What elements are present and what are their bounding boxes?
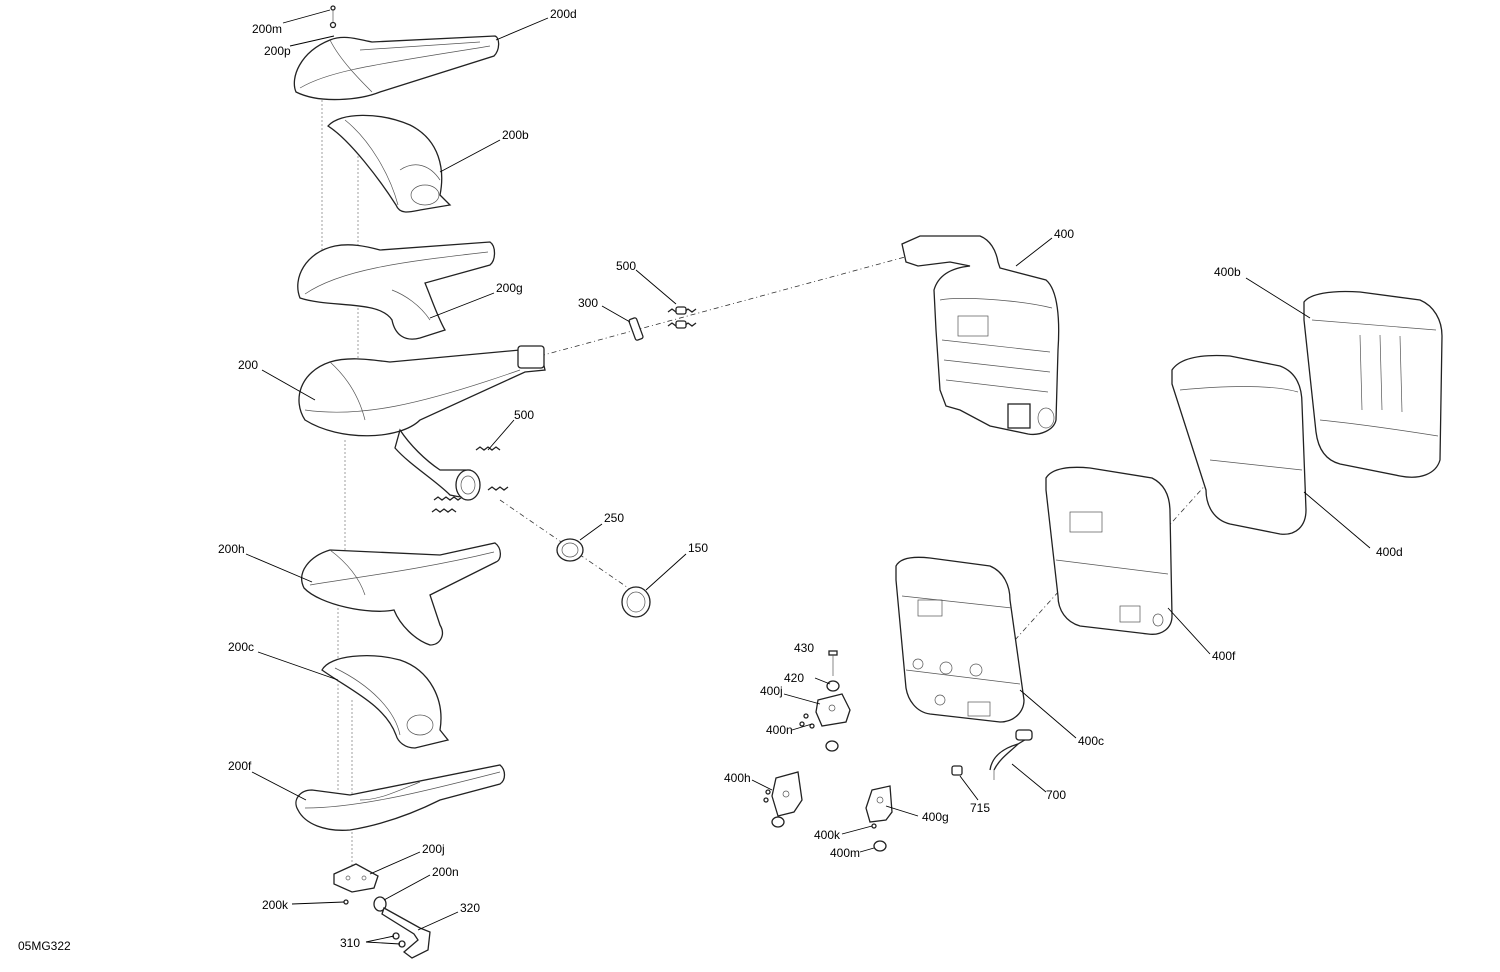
part-200m-screw: [329, 5, 337, 29]
callout-200j: 200j: [422, 842, 445, 856]
callout-300: 300: [578, 296, 598, 310]
part-500-springs-lower: [431, 446, 509, 513]
part-200j-bracket: [333, 863, 379, 893]
callout-150: 150: [688, 541, 708, 555]
callout-400h: 400h: [724, 771, 751, 785]
callout-250: 250: [604, 511, 624, 525]
part-400h-bracket: [763, 771, 803, 828]
part-430-bolt: [828, 650, 838, 676]
callout-310: 310: [340, 936, 360, 950]
part-200k-screw: [343, 899, 349, 905]
part-400d-outer-cover: [1171, 354, 1307, 535]
part-300-clamp: [628, 317, 644, 341]
callout-500-lower: 500: [514, 408, 534, 422]
callout-400j: 400j: [760, 684, 783, 698]
part-150-ring: [621, 586, 651, 618]
part-400c-case: [895, 556, 1025, 723]
callout-400d: 400d: [1376, 545, 1403, 559]
callout-200h: 200h: [218, 542, 245, 556]
part-250-ring: [556, 538, 584, 562]
callout-200p: 200p: [264, 44, 291, 58]
callout-200: 200: [238, 358, 258, 372]
part-200f-bottom-shell: [295, 764, 506, 831]
callout-500-upper: 500: [616, 259, 636, 273]
part-715-nut: [951, 765, 963, 776]
part-400f-cover: [1045, 466, 1173, 635]
callout-200m: 200m: [252, 22, 282, 36]
part-400n-fasteners: [799, 713, 839, 752]
part-200n-grommet: [373, 896, 387, 912]
callout-400m: 400m: [830, 846, 860, 860]
callout-labels: 200m 200p 200d 200b 200g 200 500 300 500…: [18, 7, 1403, 953]
callout-200n: 200n: [432, 865, 459, 879]
part-200b-heat-shield: [327, 114, 452, 213]
callout-200b: 200b: [502, 128, 529, 142]
part-700-sensor: [989, 729, 1033, 780]
callout-400k: 400k: [814, 828, 841, 842]
leader-lines: [245, 9, 1371, 945]
part-400b-rear-shield: [1303, 290, 1443, 478]
callout-715: 715: [970, 801, 990, 815]
callout-320: 320: [460, 901, 480, 915]
part-200d-upper-shell: [293, 35, 500, 101]
callout-700: 700: [1046, 788, 1066, 802]
callout-200g: 200g: [496, 281, 523, 295]
part-320-rod: [381, 907, 431, 959]
callout-400n: 400n: [766, 723, 793, 737]
part-420-nut: [826, 680, 840, 692]
callout-200k: 200k: [262, 898, 289, 912]
part-400-muffler: [901, 235, 1060, 436]
callout-400f: 400f: [1212, 649, 1236, 663]
callout-400c: 400c: [1078, 734, 1104, 748]
part-200-main-muffler: [298, 345, 546, 501]
callout-200f: 200f: [228, 759, 252, 773]
callout-400b: 400b: [1214, 265, 1241, 279]
part-500-springs-upper: [667, 306, 697, 329]
callout-430: 430: [794, 641, 814, 655]
callout-200c: 200c: [228, 640, 254, 654]
part-400j-bracket: [815, 693, 851, 727]
figure-code: 05MG322: [18, 939, 71, 953]
part-310-screws: [392, 932, 406, 948]
part-200g-mid-shell: [297, 241, 496, 340]
part-400g-bracket: [865, 785, 893, 852]
part-200c-lower-heat-shield: [321, 655, 450, 749]
part-200h-lower-shell: [301, 542, 502, 646]
callout-200d: 200d: [550, 7, 577, 21]
callout-400g: 400g: [922, 810, 949, 824]
callout-420: 420: [784, 671, 804, 685]
callout-400: 400: [1054, 227, 1074, 241]
